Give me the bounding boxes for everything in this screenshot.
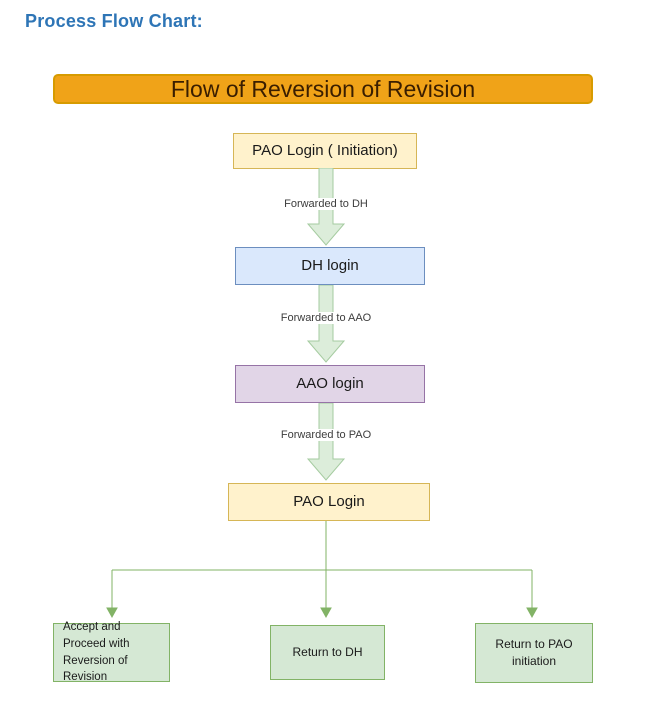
node-dh-login: DH login [235,247,425,285]
outcome-label: Return to PAO initiation [495,636,573,668]
outcome-return-to-pao-initiation: Return to PAO initiation [475,623,593,683]
node-pao-login: PAO Login [228,483,430,521]
chart-title-banner: Flow of Reversion of Revision [53,74,593,104]
page-title: Process Flow Chart: [25,11,203,31]
edge-label-forwarded-to-pao: Forwarded to PAO [276,429,376,441]
branch-connector-lines [106,521,538,619]
node-label: PAO Login ( Initiation) [252,142,398,159]
chart-title-label: Flow of Reversion of Revision [170,75,476,102]
node-label: PAO Login [293,493,365,510]
node-aao-login: AAO login [235,365,425,403]
arrow-down-3 [306,403,346,481]
arrow-down-2 [306,285,346,363]
edge-label-forwarded-to-aao: Forwarded to AAO [276,312,376,324]
node-pao-login-initiation: PAO Login ( Initiation) [233,133,417,169]
node-label: AAO login [296,375,364,392]
outcome-return-to-dh: Return to DH [270,625,385,680]
outcome-accept-proceed: Accept and Proceed with Reversion of Rev… [53,621,170,683]
outcome-label: Return to DH [292,644,363,659]
outcome-label: Accept and Proceed with Reversion of Rev… [63,621,130,684]
node-label: DH login [301,257,359,274]
edge-label-forwarded-to-dh: Forwarded to DH [280,198,372,210]
